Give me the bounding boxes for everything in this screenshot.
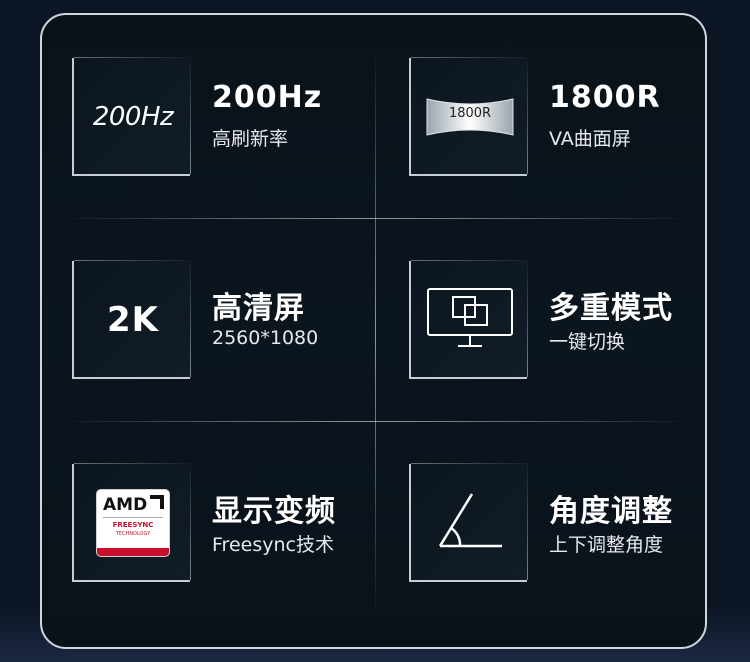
monitor-icon bbox=[427, 288, 513, 347]
curved-screen-label: 1800R bbox=[448, 106, 492, 121]
feature-resolution: 2K 高清屏 2560*1080 bbox=[72, 260, 392, 401]
curved-screen-icon: 1800R bbox=[409, 57, 528, 176]
feature-tilt: 角度调整 上下调整角度 bbox=[409, 463, 705, 604]
feature-panel: 200Hz 200Hz 高刷新率 bbox=[40, 13, 707, 649]
feature-subtitle: 高刷新率 bbox=[212, 128, 289, 150]
tilt-angle-icon bbox=[409, 463, 528, 582]
vertical-divider bbox=[375, 45, 376, 621]
angle-icon bbox=[438, 493, 502, 548]
amd-arrow-icon bbox=[150, 495, 164, 509]
feature-title: 多重模式 bbox=[549, 291, 673, 326]
horizontal-divider-1 bbox=[62, 218, 689, 219]
feature-title: 角度调整 bbox=[549, 494, 673, 529]
refresh-rate-icon-label: 200Hz bbox=[92, 102, 174, 132]
feature-curved-screen: 1800R 1800R VA曲面屏 bbox=[409, 57, 705, 198]
resolution-icon-label: 2K bbox=[106, 300, 159, 340]
feature-multi-mode: 多重模式 一键切换 bbox=[409, 260, 705, 401]
multi-window-monitor-icon bbox=[409, 260, 528, 379]
refresh-rate-icon: 200Hz bbox=[72, 57, 191, 176]
feature-subtitle: 一键切换 bbox=[549, 331, 626, 353]
resolution-icon: 2K bbox=[72, 260, 191, 379]
feature-title: 高清屏 bbox=[212, 291, 305, 326]
feature-freesync: AMD FREESYNC TECHNOLOGY 显示变频 Freesync技术 bbox=[72, 463, 392, 604]
amd-logo-text: AMD bbox=[103, 495, 148, 515]
feature-title: 200Hz bbox=[212, 80, 323, 115]
feature-refresh-rate: 200Hz 200Hz 高刷新率 bbox=[72, 57, 392, 198]
amd-freesync-logo: AMD FREESYNC TECHNOLOGY bbox=[72, 463, 191, 582]
curved-screen-shape: 1800R bbox=[425, 97, 515, 137]
feature-subtitle: Freesync技术 bbox=[212, 534, 334, 556]
technology-text: TECHNOLOGY bbox=[115, 531, 151, 537]
amd-freesync-badge: AMD FREESYNC TECHNOLOGY bbox=[97, 490, 169, 556]
feature-subtitle: 2560*1080 bbox=[212, 327, 319, 349]
feature-title: 1800R bbox=[549, 80, 661, 115]
horizontal-divider-2 bbox=[62, 421, 689, 422]
feature-subtitle: 上下调整角度 bbox=[549, 534, 664, 556]
feature-subtitle: VA曲面屏 bbox=[549, 128, 631, 150]
feature-title: 显示变频 bbox=[212, 494, 336, 529]
freesync-text: FREESYNC bbox=[112, 521, 154, 529]
